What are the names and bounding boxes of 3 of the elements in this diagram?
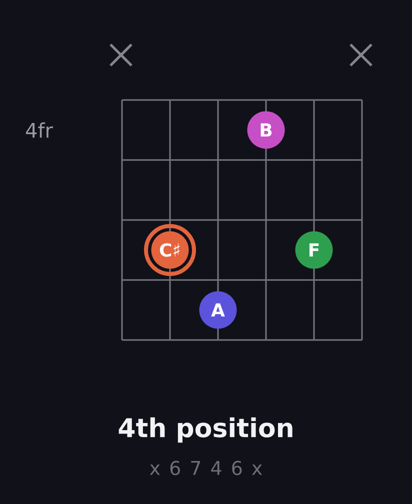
fret-number: 4fr xyxy=(26,122,53,138)
fingering-text: x 6 7 4 6 x xyxy=(150,460,262,476)
title: 4th position xyxy=(118,417,292,443)
